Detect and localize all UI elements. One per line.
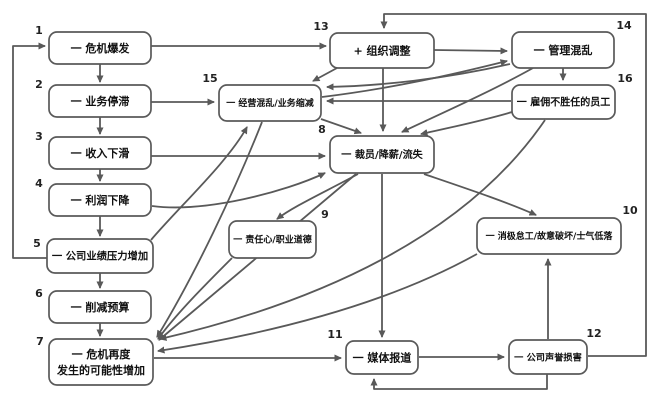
node-10: 一 消极怠工/故意破坏/士气低落 10 [476,204,638,255]
node-7-box [48,338,154,386]
node-16: 一 雇佣不胜任的员工 16 [511,72,633,120]
node-2-label: 一 业务停滞 [71,94,130,108]
node-14-label: 一 管理混乱 [534,43,593,57]
node-12: 一 公司声誉损害 12 [508,327,602,375]
node-6-box [48,290,152,324]
node-9-number: 9 [321,208,329,221]
node-8-number: 8 [318,123,326,136]
node-4-number: 4 [35,177,43,190]
node-16-label: 一 雇佣不胜任的员工 [517,96,610,109]
node-14-number: 14 [616,19,632,32]
node-14-box [511,31,615,69]
node-4-box [48,183,152,217]
node-6-number: 6 [35,287,43,300]
node-5: 一 公司业绩压力增加 5 [33,237,154,274]
node-9-label: 一 责任心/职业道德 [233,234,311,246]
node-8-box [329,135,435,174]
arrow-16-to-7 [159,119,546,341]
node-15-label: 一 经营混乱/业务缩减 [226,97,313,109]
node-7-number: 7 [36,335,44,348]
arrow-5-to-15 [150,126,248,241]
node-4-label: 一 利润下降 [71,193,131,207]
node-3-box [48,136,152,170]
node-11-number: 11 [327,328,342,341]
node-15: 一 经营混乱/业务缩减 15 [202,72,322,122]
node-4: 一 利润下降 4 [35,177,152,217]
arrow-15-to-8 [320,118,362,135]
node-10-box [476,217,622,255]
node-13-box [329,32,435,69]
arrow-14-to-8 [401,67,534,133]
node-3-label: 一 收入下滑 [71,146,130,160]
arrow-8-to-10 [423,173,537,216]
node-13-number: 13 [313,20,328,33]
arrow-4-to-8 [151,172,326,209]
arrow-12-to-11 [370,374,548,390]
node-9-box [228,220,317,259]
arrow-10-to-7 [157,253,478,354]
arrow-16-to-8 [420,111,513,137]
arrow-8-to-9 [276,173,359,220]
node-11-box [345,340,419,375]
node-6: 一 削减预算 6 [35,287,152,324]
node-2-box [48,84,152,118]
arrow-13-to-15 [312,67,338,82]
node-16-number: 16 [617,72,633,85]
node-16-box [511,84,616,120]
arrow-13-to-14 [433,47,508,55]
node-10-number: 10 [622,204,638,217]
node-7-label: 一 危机再度发生的可能性增加 [56,347,145,377]
node-5-box [46,238,154,274]
node-15-number: 15 [202,72,217,85]
node-13-label: + 组织调整 [353,43,410,57]
arrow-15-to-14 [321,59,508,98]
arrow-12-to-13 [380,13,647,357]
arrow-9-to-7 [157,257,233,340]
node-7: 一 危机再度发生的可能性增加 7 [36,335,154,386]
node-2-number: 2 [35,78,43,91]
node-14: 一 管理混乱 14 [511,19,632,69]
arrow-5-to-1 [12,42,47,259]
node-8-label: 一 裁员/降薪/流失 [341,148,423,161]
node-1-number: 1 [35,24,43,37]
node-11: 一 媒体报道 11 [327,328,419,375]
node-5-label: 一 公司业绩压力增加 [52,250,148,263]
node-10-label: 一 消极怠工/故意破坏/士气低落 [486,230,614,242]
node-6-label: 一 削减预算 [71,300,130,314]
node-2: 一 业务停滞 2 [35,78,152,118]
node-1-label: 一 危机爆发 [71,41,131,55]
node-1-box [48,31,152,65]
node-12-number: 12 [586,327,601,340]
node-15-box [218,84,322,122]
node-3: 一 收入下滑 3 [35,130,152,170]
node-12-box [508,339,588,375]
node-3-number: 3 [35,130,43,143]
edges-layer [12,13,647,390]
node-12-label: 一 公司声誉损害 [514,351,582,363]
arrow-14-to-15 [326,63,511,91]
arrow-15-to-7 [156,121,263,338]
node-5-number: 5 [33,237,41,250]
node-9: 一 责任心/职业道德 9 [228,208,329,259]
node-13: + 组织调整 13 [313,20,435,69]
node-8: 一 裁员/降薪/流失 8 [318,123,435,174]
arrow-8-to-7 [158,173,357,341]
node-11-label: 一 媒体报道 [353,350,412,364]
node-1: 一 危机爆发 1 [35,24,152,65]
